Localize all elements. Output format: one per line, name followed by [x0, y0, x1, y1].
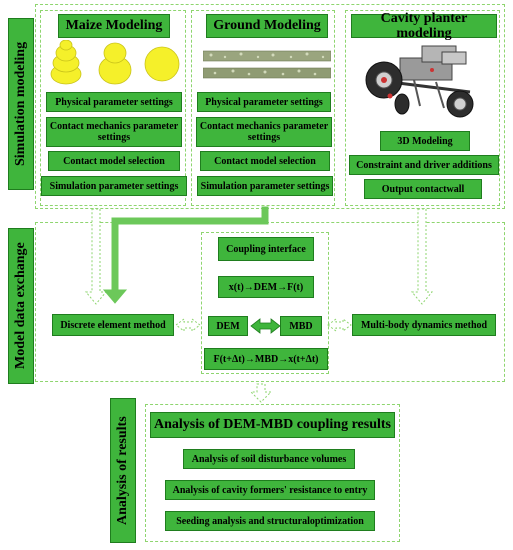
coupling-interface-panel: [201, 232, 329, 374]
maize-particle-sphere-icon: [144, 46, 180, 82]
cavity-planter-panel: [345, 10, 500, 206]
ground-particle-images: [203, 50, 331, 79]
maize-item-simulation-params: Simulation parameter settings: [41, 176, 187, 196]
ground-soil-strip-bottom: [203, 67, 331, 79]
arrow-ground-to-dem: [102, 206, 269, 304]
arrow-maize-to-dem: [84, 208, 108, 305]
maize-particle-cluster-icon: [50, 40, 82, 85]
arrow-coupling-mbd-exchange: [327, 318, 352, 332]
maize-modeling-panel: [40, 10, 186, 206]
ground-item-contact-model: Contact model selection: [200, 151, 330, 171]
coupling-backward-formula: F(t+Δt)→MBD→x(t+Δt): [204, 348, 328, 370]
arrow-dem-mbd: [250, 318, 281, 334]
maize-item-physical: Physical parameter settings: [46, 92, 182, 112]
ground-item-contact-mechanics: Contact mechanics parameter settings: [196, 117, 332, 147]
maize-particle-images: [50, 40, 180, 85]
cavity-item-constraint-driver: Constraint and driver additions: [349, 155, 499, 175]
ground-item-simulation-params: Simulation parameter settings: [197, 176, 333, 196]
analysis-results-panel: [145, 404, 400, 542]
cavity-planter-title: Cavity planter modeling: [351, 11, 497, 41]
results-item-entry-resistance: Analysis of cavity formers' resistance t…: [165, 480, 375, 500]
multi-body-dynamics-method-box: Multi-body dynamics method: [352, 314, 496, 336]
maize-item-contact-mechanics: Contact mechanics parameter settings: [46, 117, 182, 147]
cavity-item-output-contactwall: Output contactwall: [364, 179, 482, 199]
coupling-interface-title: Coupling interface: [218, 237, 314, 261]
simulation-modeling-section: [35, 4, 505, 209]
ground-soil-strip-top: [203, 50, 331, 62]
ground-modeling-panel: [191, 10, 335, 206]
discrete-element-method-box: Discrete element method: [52, 314, 174, 336]
results-item-seeding-optimization: Seeding analysis and structuraloptimizat…: [165, 511, 375, 531]
results-item-soil-disturbance: Analysis of soil disturbance volumes: [183, 449, 355, 469]
maize-particle-double-icon: [98, 42, 132, 85]
maize-modeling-title: Maize Modeling: [58, 14, 170, 38]
coupling-forward-formula: x(t)→DEM→F(t): [218, 276, 314, 298]
arrow-cavity-to-mbd: [410, 208, 434, 305]
cavity-item-3d-modeling: 3D Modeling: [380, 131, 470, 151]
ground-modeling-title: Ground Modeling: [206, 14, 328, 38]
arrow-exchange-to-results: [249, 383, 273, 403]
model-data-exchange-section: [35, 222, 505, 382]
dem-box: DEM: [208, 316, 248, 336]
arrow-dem-coupling-exchange: [175, 318, 201, 332]
results-title: Analysis of DEM-MBD coupling results: [150, 412, 395, 438]
mbd-box: MBD: [280, 316, 322, 336]
ground-item-physical: Physical parameter settings: [197, 92, 331, 112]
planter-machine-image: [365, 45, 474, 118]
maize-item-contact-model: Contact model selection: [48, 151, 180, 171]
